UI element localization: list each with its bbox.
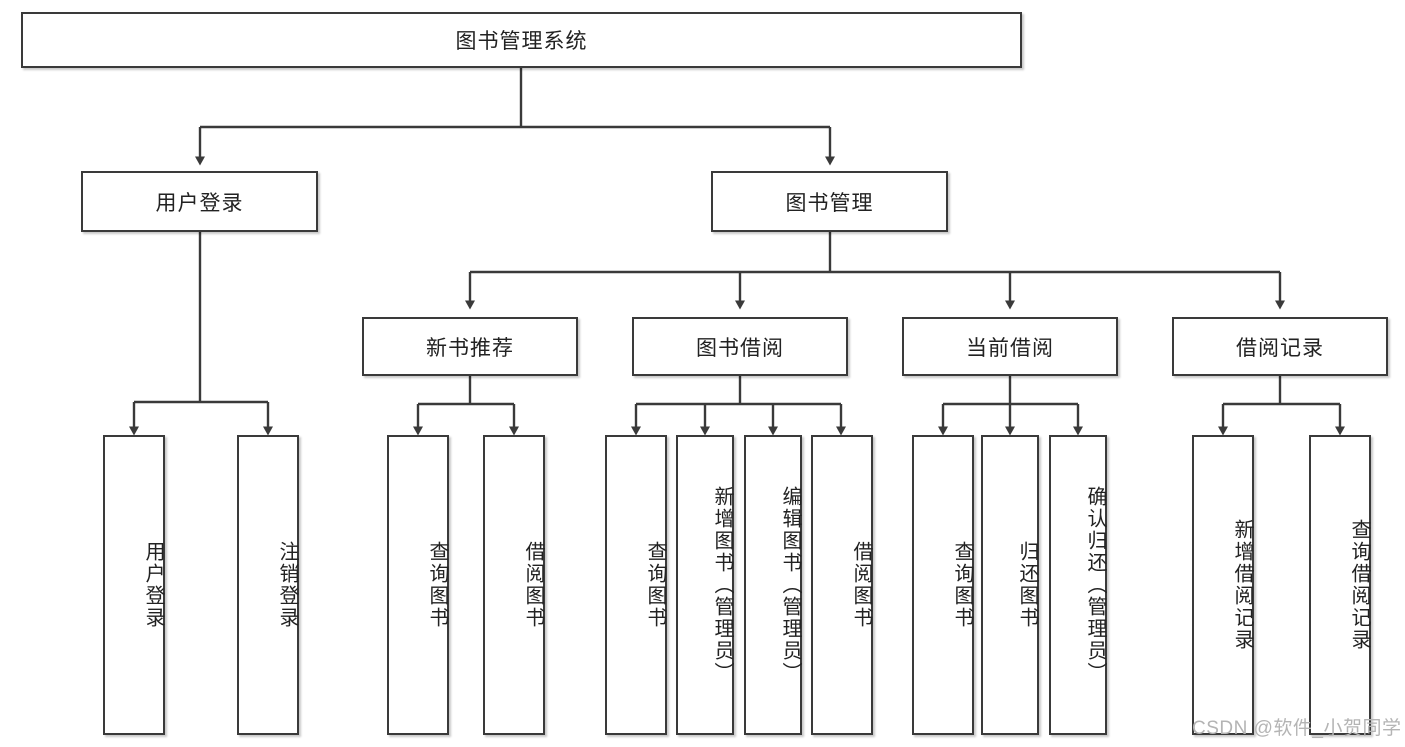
node-label: 查询图书 [951,541,973,629]
node-label: 查询借阅记录 [1348,519,1370,651]
node-label: 注销登录 [276,541,298,629]
node-label: 借阅图书 [850,541,872,629]
node-root-system[interactable]: 图书管理系统 [21,12,1022,68]
node-label: 归还图书 [1016,541,1038,629]
leaf-cb-confirm-return[interactable]: 确认归还（管理员） [1049,435,1107,735]
node-label: 编辑图书（管理员） [779,486,801,684]
node-label: 新增借阅记录 [1231,519,1253,651]
node-label: 当前借阅 [966,336,1054,360]
leaf-bb-query-book[interactable]: 查询图书 [605,435,667,735]
leaf-nbr-borrow-book[interactable]: 借阅图书 [483,435,545,735]
node-label: 新书推荐 [426,336,514,360]
node-label: 确认归还（管理员） [1084,486,1106,684]
leaf-br-add-record[interactable]: 新增借阅记录 [1192,435,1254,735]
leaf-cb-return-book[interactable]: 归还图书 [981,435,1039,735]
leaf-logout[interactable]: 注销登录 [237,435,299,735]
leaf-user-login[interactable]: 用户登录 [103,435,165,735]
node-book-management[interactable]: 图书管理 [711,171,948,232]
leaf-bb-edit-book[interactable]: 编辑图书（管理员） [744,435,802,735]
node-label: 图书借阅 [696,336,784,360]
node-label: 查询图书 [644,541,666,629]
node-book-borrow[interactable]: 图书借阅 [632,317,848,376]
node-label: 新增图书（管理员） [711,486,733,684]
node-label: 用户登录 [142,541,164,629]
node-user-login[interactable]: 用户登录 [81,171,318,232]
node-current-borrow[interactable]: 当前借阅 [902,317,1118,376]
leaf-br-query-record[interactable]: 查询借阅记录 [1309,435,1371,735]
node-label: 查询图书 [426,541,448,629]
node-borrow-record[interactable]: 借阅记录 [1172,317,1388,376]
leaf-bb-borrow-book[interactable]: 借阅图书 [811,435,873,735]
node-label: 图书管理 [785,191,874,215]
csdn-watermark: CSDN @软件_小贺同学 [1192,718,1402,739]
leaf-nbr-query-book[interactable]: 查询图书 [387,435,449,735]
node-label: 图书管理系统 [455,30,588,53]
node-label: 用户登录 [155,191,244,215]
leaf-cb-query-book[interactable]: 查询图书 [912,435,974,735]
node-label: 借阅图书 [522,541,544,629]
leaf-bb-add-book[interactable]: 新增图书（管理员） [676,435,734,735]
node-new-book-recommend[interactable]: 新书推荐 [362,317,578,376]
node-label: 借阅记录 [1236,336,1324,360]
